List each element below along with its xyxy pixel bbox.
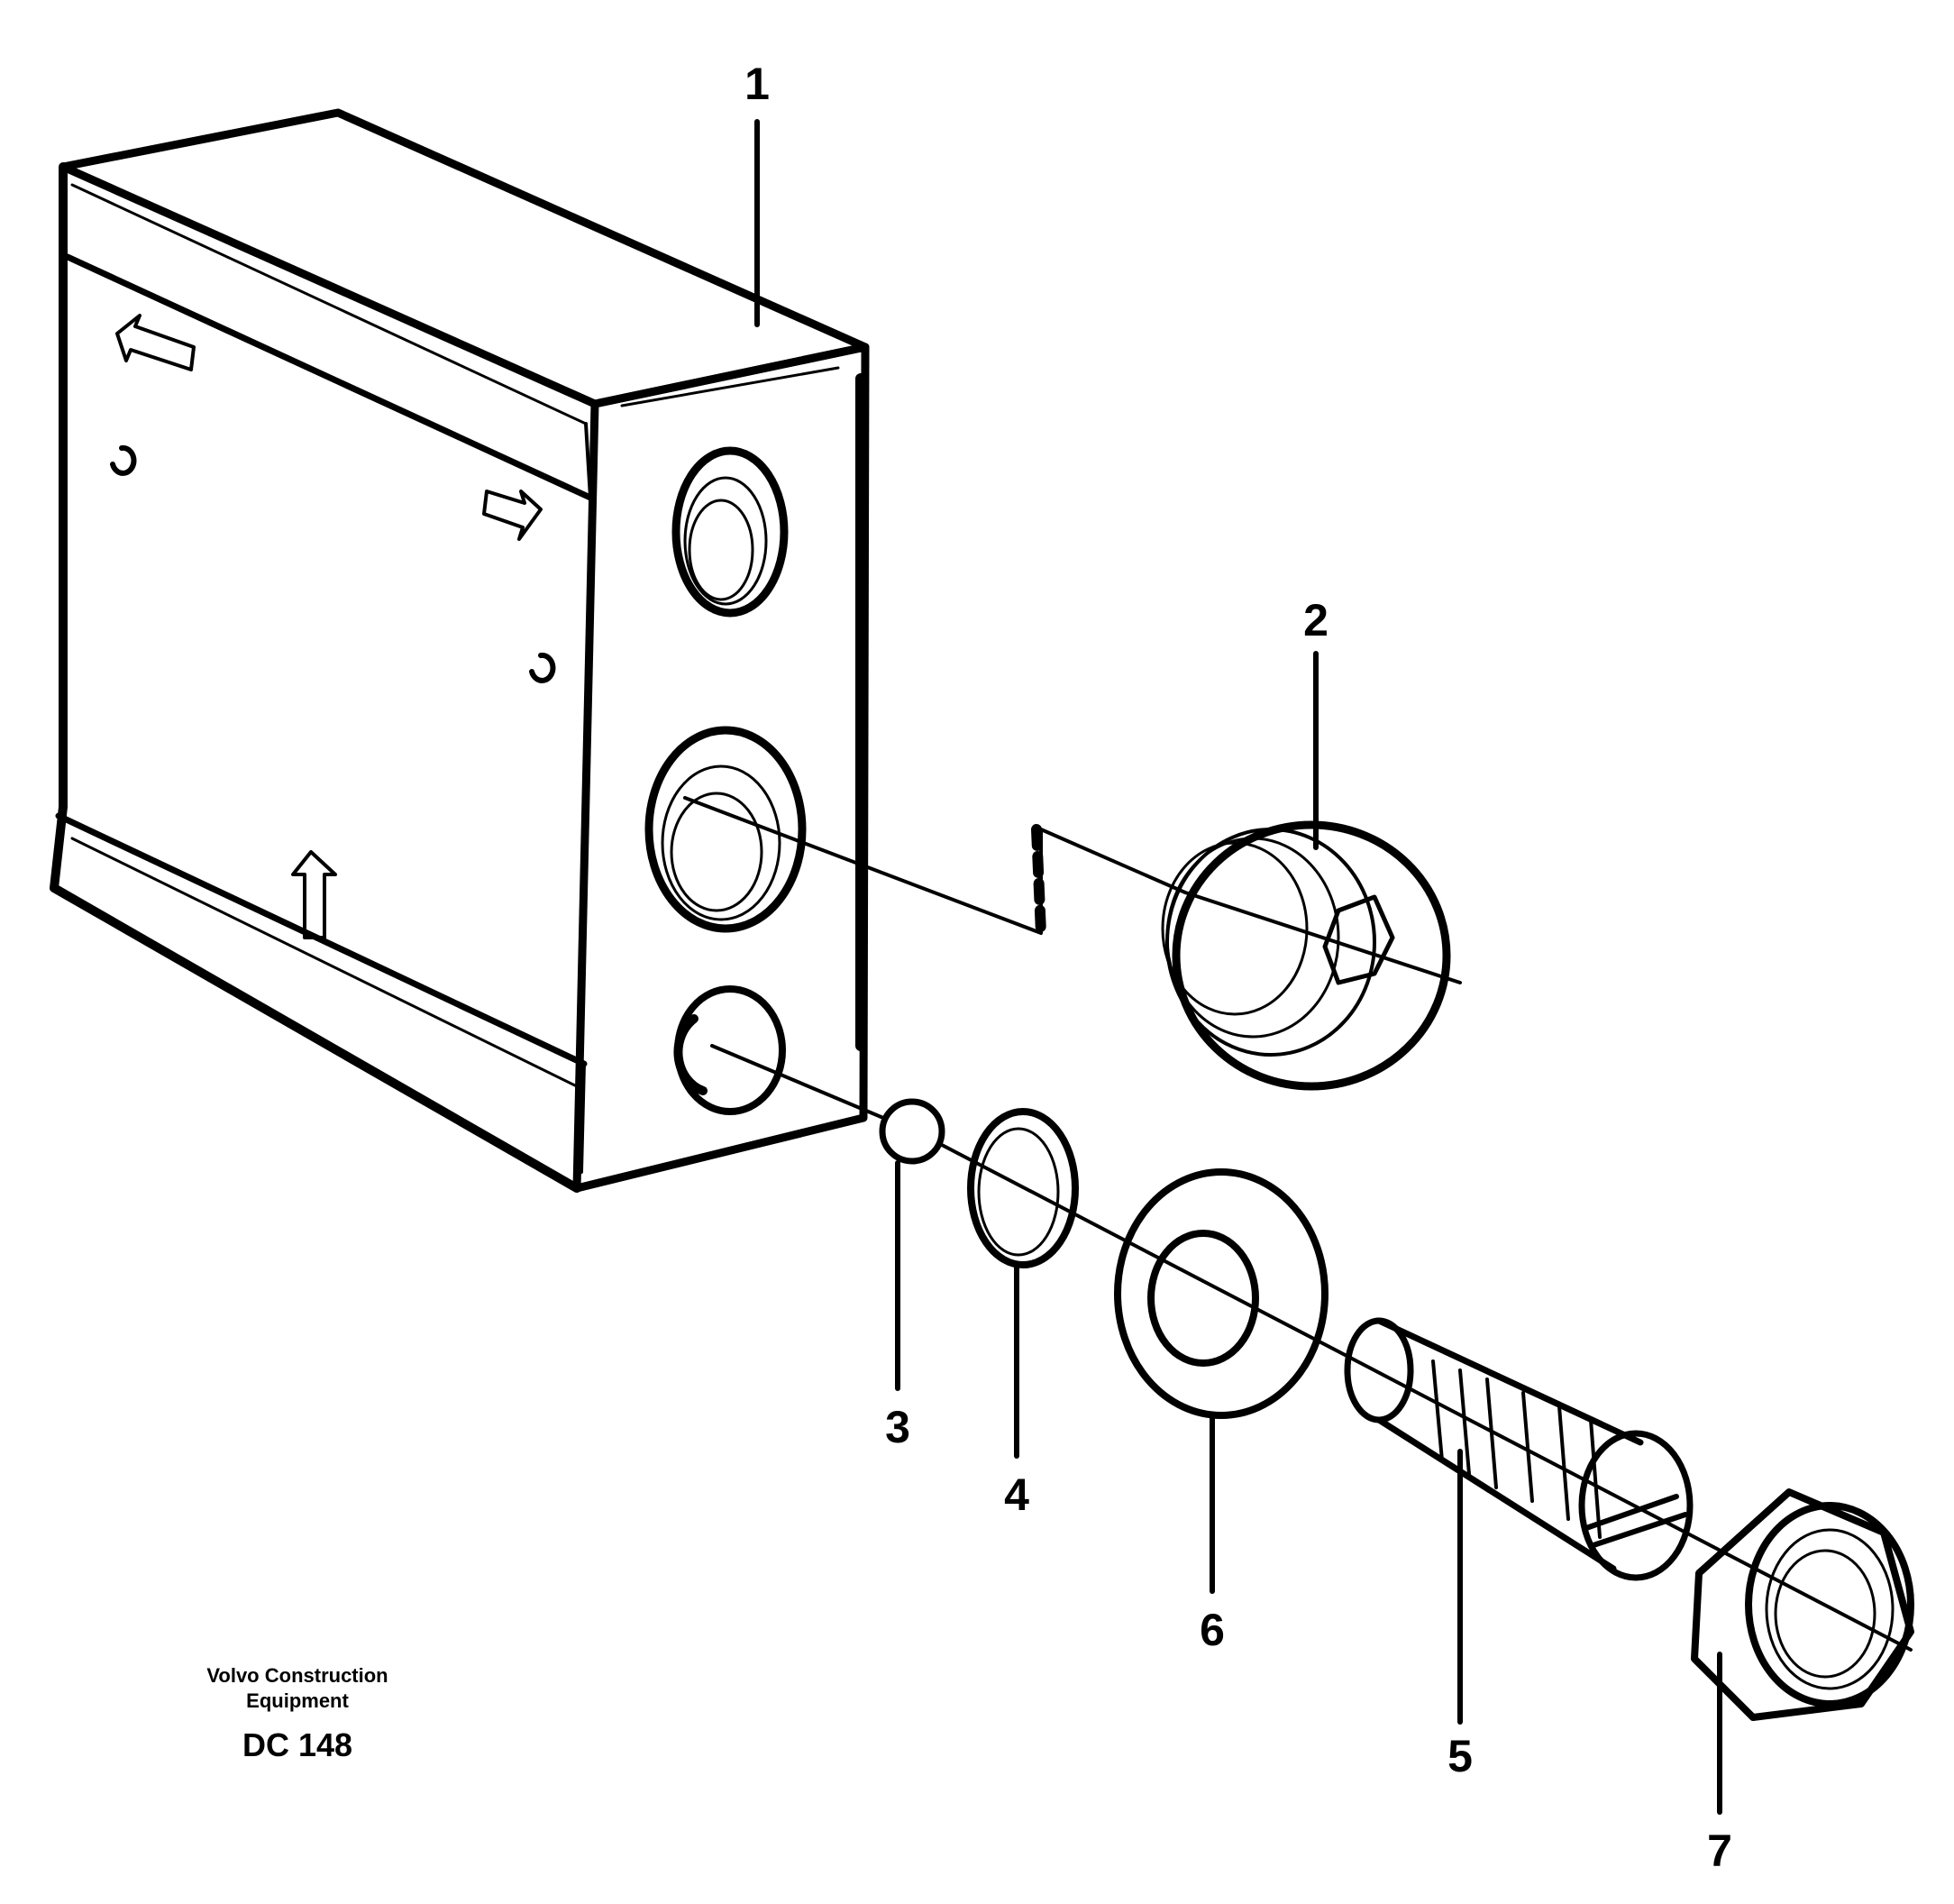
- publisher-credit: Volvo Construction Equipment DC 148: [162, 1663, 433, 1764]
- assembly-axis-lines: [683, 796, 1913, 1652]
- callout-3: 3: [885, 1402, 910, 1452]
- threaded-plug: [1161, 820, 1451, 1091]
- washer: [1114, 1168, 1329, 1419]
- callout-7: 7: [1707, 1826, 1732, 1876]
- hex-nut: [1691, 1488, 1914, 1721]
- callout-6: 6: [1200, 1605, 1225, 1655]
- publisher-name: Volvo Construction: [206, 1664, 388, 1687]
- callout-1: 1: [744, 59, 770, 109]
- callout-2: 2: [1303, 595, 1329, 645]
- callout-5: 5: [1447, 1731, 1473, 1781]
- o-ring: [967, 1108, 1079, 1268]
- check-ball: [879, 1098, 945, 1165]
- valve-housing-block: [50, 108, 870, 1193]
- diagram-code: DC 148: [242, 1726, 353, 1763]
- leader-lines: [754, 119, 1722, 1815]
- threaded-pin: [1344, 1317, 1694, 1581]
- callout-4: 4: [1004, 1469, 1029, 1520]
- publisher-subtitle: Equipment: [246, 1689, 349, 1712]
